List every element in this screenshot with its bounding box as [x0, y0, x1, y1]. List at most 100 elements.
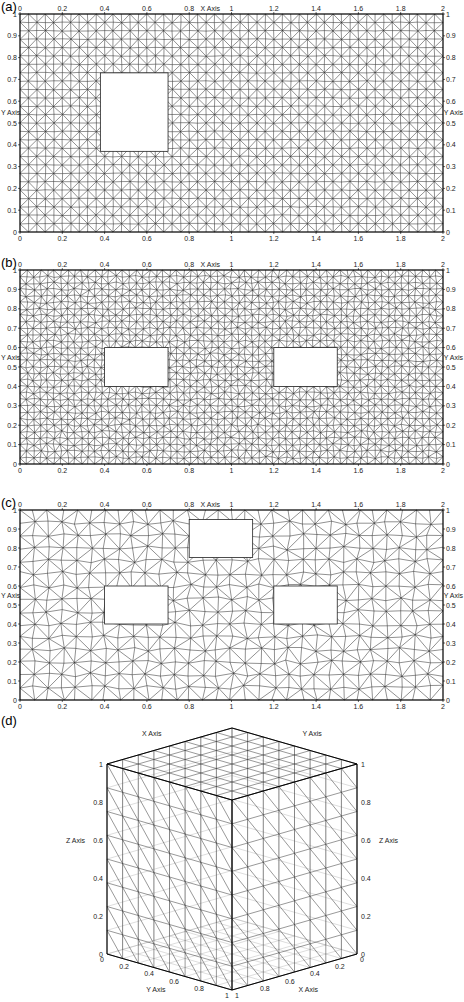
- axis-label: 1.2: [269, 703, 279, 710]
- plot-frame: [20, 510, 443, 700]
- axis-label: 0.8: [446, 54, 456, 61]
- axis-label: 0.2: [335, 963, 345, 970]
- tick: [443, 367, 445, 368]
- tick: [316, 464, 317, 466]
- tick: [104, 12, 105, 14]
- tick: [18, 681, 20, 682]
- tick: [18, 35, 20, 36]
- tick: [18, 662, 20, 663]
- axis-label: 0.9: [7, 286, 17, 293]
- axis-label: 0.6: [142, 703, 152, 710]
- axis-label: Y Axis: [1, 354, 20, 361]
- axis-label: 0: [18, 501, 22, 508]
- axis-label: 1: [235, 992, 239, 999]
- axis-label: 0.2: [446, 659, 456, 666]
- mesh-hole: [105, 586, 168, 624]
- axis-label: 0.4: [93, 875, 103, 882]
- axis-label: 0: [360, 956, 364, 963]
- tick: [443, 662, 445, 663]
- tick: [443, 567, 445, 568]
- tick: [231, 700, 232, 702]
- tick: [443, 123, 445, 124]
- tick: [18, 510, 20, 511]
- axis-label: 0.8: [93, 799, 103, 806]
- axis-label: 1: [446, 11, 450, 18]
- axis-label: 2: [441, 235, 445, 242]
- tick: [358, 12, 359, 14]
- tick: [18, 386, 20, 387]
- axis-label: 0.8: [260, 985, 270, 992]
- tick: [316, 12, 317, 14]
- axis-label: Y Axis: [146, 986, 165, 993]
- axis-label: 1.4: [311, 703, 321, 710]
- axis-label: 0.9: [446, 286, 456, 293]
- axis-label: 0: [18, 235, 22, 242]
- tick: [443, 308, 445, 309]
- axis-label: 1.8: [396, 235, 406, 242]
- axis-label: 0: [18, 5, 22, 12]
- tick: [62, 700, 63, 702]
- axis-label: 1: [361, 761, 365, 768]
- triangle-mesh: [20, 270, 443, 464]
- triangle-mesh: [20, 510, 443, 700]
- axis-label: 0.5: [7, 602, 17, 609]
- tick: [316, 232, 317, 234]
- tick: [443, 624, 445, 625]
- axis-label: 0: [13, 229, 17, 236]
- tick: [104, 508, 105, 510]
- tick: [62, 232, 63, 234]
- tick: [18, 444, 20, 445]
- axis-label: 0.2: [57, 235, 67, 242]
- axis-label: 0.5: [446, 120, 456, 127]
- axis-label: 0.2: [57, 5, 67, 12]
- tick: [443, 328, 445, 329]
- tick: [18, 605, 20, 606]
- axis-label: 0.8: [446, 545, 456, 552]
- tick: [18, 367, 20, 368]
- tick: [18, 464, 20, 465]
- tick: [358, 700, 359, 702]
- axis-label: 0.9: [446, 526, 456, 533]
- tick: [18, 270, 20, 271]
- axis-label: 0.5: [446, 602, 456, 609]
- tick: [189, 508, 190, 510]
- axis-label: 0.8: [446, 305, 456, 312]
- axis-label: 1.2: [269, 235, 279, 242]
- axis-label: 0.7: [7, 325, 17, 332]
- axis-label: 0.6: [361, 837, 371, 844]
- axis-label: 0.8: [184, 703, 194, 710]
- axis-label: 0.5: [7, 120, 17, 127]
- axis-label: 1.6: [354, 467, 364, 474]
- tetra-mesh: [107, 728, 357, 990]
- axis-label: 1: [230, 501, 234, 508]
- axis-label: 0.4: [100, 261, 110, 268]
- axis-label: 0.6: [446, 344, 456, 351]
- tick: [18, 347, 20, 348]
- tick: [18, 210, 20, 211]
- axis-label: 2: [441, 501, 445, 508]
- tick: [443, 643, 445, 644]
- tick: [18, 289, 20, 290]
- tick: [62, 508, 63, 510]
- axis-label: 0.6: [142, 261, 152, 268]
- axis-label: 0.8: [184, 235, 194, 242]
- axis-label: 0: [18, 703, 22, 710]
- tick: [231, 508, 232, 510]
- axis-label: 0.4: [446, 621, 456, 628]
- axis-label: 1.4: [311, 235, 321, 242]
- axis-label: 0.9: [7, 526, 17, 533]
- axis-label: Y Axis: [444, 109, 463, 116]
- tick: [316, 700, 317, 702]
- tick: [400, 700, 401, 702]
- axis-label: Y Axis: [444, 354, 463, 361]
- axis-label: 0.7: [446, 76, 456, 83]
- axis-label: 0.4: [100, 501, 110, 508]
- tick: [443, 289, 445, 290]
- tick: [18, 700, 20, 701]
- tick: [358, 232, 359, 234]
- tick: [18, 586, 20, 587]
- mesh-hole: [105, 348, 168, 387]
- tick: [18, 188, 20, 189]
- axis-label: X Axis: [299, 986, 318, 993]
- axis-label: 0: [446, 229, 450, 236]
